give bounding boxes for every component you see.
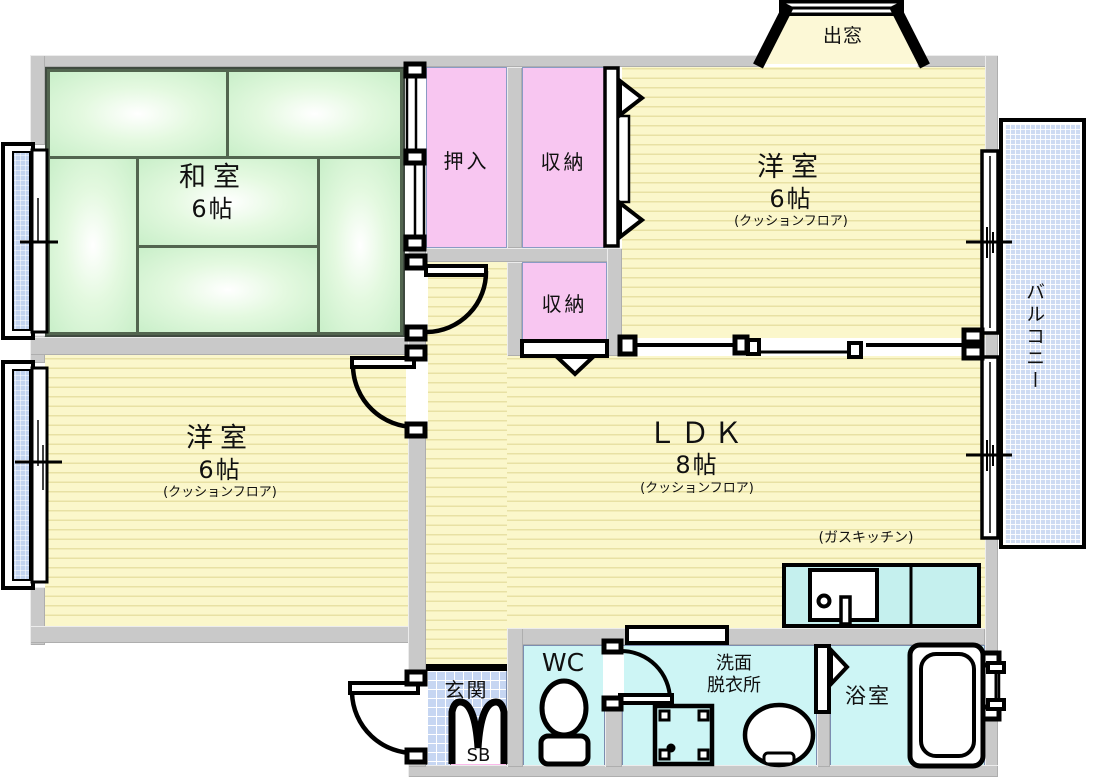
wall [917, 55, 998, 67]
washing-machine-icon [652, 703, 715, 767]
ldk-floor-note: (クッションフロア) [640, 480, 754, 496]
wall [30, 55, 763, 67]
shoe-cabinet-icon [448, 698, 508, 764]
washroom-label: 洗面 脱衣所 [654, 653, 814, 697]
wall [607, 248, 622, 356]
toilet-icon [538, 678, 591, 767]
kitchen-sink-icon [808, 566, 913, 626]
balcony-sliding-door-south [966, 355, 1012, 540]
shoebox-label: SB [466, 745, 491, 766]
youshitsu-sw-door [350, 344, 428, 439]
genkan-step-line [426, 664, 507, 671]
balcony-label: バルコニー [1023, 282, 1046, 392]
washitsu-door [404, 253, 489, 342]
wash-basin-icon [742, 702, 816, 768]
bath-folding-door [814, 644, 850, 714]
washitsu-name: 和室 [179, 162, 247, 193]
room-youshitsu-sw [45, 355, 408, 626]
room-closet-south [522, 262, 607, 342]
balcony-frame [999, 118, 1086, 549]
wall [727, 628, 985, 645]
wc-label: WC [541, 648, 585, 677]
youshitsu-ne-name: 洋室 [757, 152, 825, 183]
oshiire-sliding-door [403, 61, 427, 252]
balcony-door-latch [961, 327, 985, 361]
wall [507, 67, 522, 248]
wall [408, 425, 426, 683]
bay-window [753, 0, 930, 69]
wall [30, 626, 426, 643]
washitsu-label: 和室 6帖 [128, 162, 298, 224]
wall [985, 55, 998, 152]
balcony-sliding-door-north [966, 149, 1012, 335]
washitsu-size: 6帖 [191, 194, 235, 223]
youshitsu-sw-name: 洋室 [186, 423, 254, 454]
wall [30, 55, 45, 145]
bathtub-icon [907, 642, 1006, 769]
youshitsu-sw-floor-note: (クッションフロア) [163, 485, 277, 501]
wall [985, 717, 998, 777]
wall [605, 700, 622, 767]
youshitsu-sw-label: 洋室 6帖 (クッションフロア) [135, 423, 305, 501]
washitsu-window [1, 142, 58, 340]
youshitsu-sw-window [1, 360, 62, 590]
room-closet-north [522, 67, 605, 248]
balcony-floor [1005, 124, 1080, 543]
genkan-label: 玄関 [444, 678, 489, 702]
wall [30, 337, 426, 355]
closet-north-folding-door [603, 66, 646, 248]
wall [507, 628, 523, 767]
room-washitsu [45, 67, 405, 337]
youshitsu-ne-floor-note: (クッションフロア) [734, 214, 848, 230]
tatami-mat [47, 69, 229, 159]
kitchen-note-label: (ガスキッチン) [818, 530, 914, 546]
room-partition-sliding-doors [617, 334, 983, 359]
entrance-door [348, 669, 428, 765]
wall [507, 262, 522, 356]
wc-door [601, 638, 674, 712]
wall [408, 765, 998, 777]
ldk-label: ＬＤＫ 8帖 (クッションフロア) [612, 416, 782, 497]
youshitsu-ne-label: 洋室 6帖 (クッションフロア) [706, 152, 876, 230]
washroom-name-line1: 洗面 [716, 653, 752, 674]
tatami-mat [317, 156, 403, 335]
wall [507, 628, 627, 645]
closet-north-label: 収納 [540, 150, 587, 174]
closet-south-label: 収納 [541, 292, 588, 316]
wall [985, 537, 998, 657]
ldk-name: ＬＤＫ [647, 416, 747, 450]
wall [817, 712, 830, 767]
wall [426, 248, 622, 262]
washroom-name-line2: 脱衣所 [707, 674, 761, 696]
youshitsu-sw-size: 6帖 [198, 455, 242, 484]
bath-label: 浴室 [845, 684, 891, 708]
room-oshiire [426, 67, 507, 248]
ldk-size: 8帖 [675, 451, 719, 480]
tatami-mat [136, 245, 320, 335]
room-youshitsu-ne [622, 67, 985, 338]
wall [985, 332, 998, 358]
youshitsu-ne-size: 6帖 [769, 184, 813, 213]
washroom-sliding-door [625, 625, 729, 645]
oshiire-label: 押入 [443, 149, 490, 173]
closet-south-sliding-door [520, 339, 609, 377]
bay-window-label: 出窓 [822, 25, 863, 47]
